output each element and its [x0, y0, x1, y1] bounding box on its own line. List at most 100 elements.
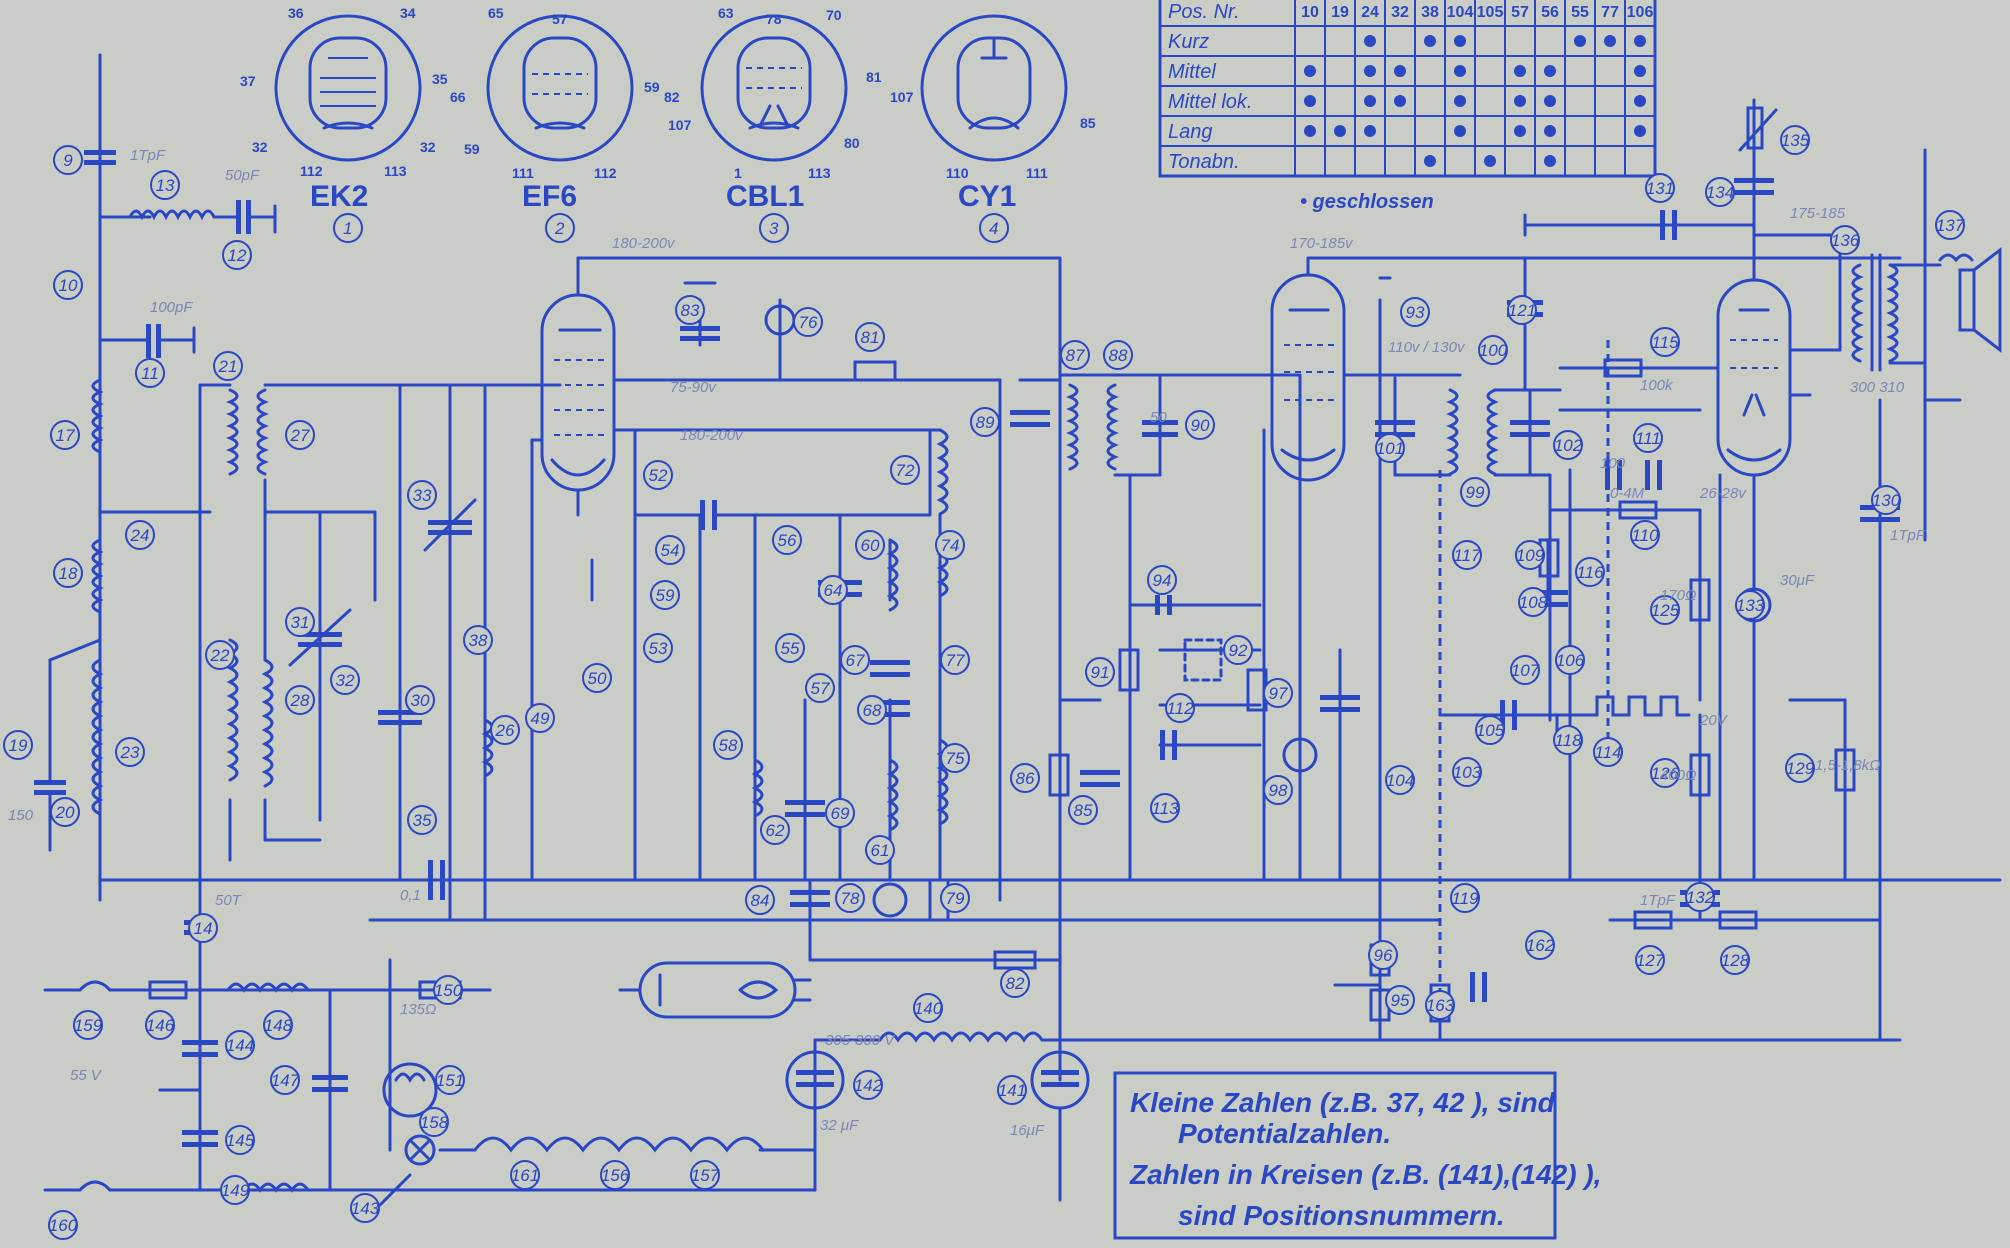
- position-number: 11: [141, 364, 159, 383]
- label-c20: 150: [8, 807, 34, 824]
- position-circle: [53, 558, 83, 588]
- position-circle: [1871, 485, 1901, 515]
- position-circle: [1475, 715, 1505, 745]
- position-number: 50: [588, 669, 607, 688]
- position-number: 97: [1269, 684, 1288, 703]
- position-number: 145: [226, 1131, 255, 1150]
- position-number: 31: [291, 613, 310, 632]
- position-circle: [407, 805, 437, 835]
- position-circle: [350, 1193, 380, 1223]
- label-voltage-cathode: 26-28v: [1699, 485, 1747, 502]
- pin-label: 113: [808, 165, 831, 181]
- position-circle: [643, 460, 673, 490]
- table-dot-closed: [1634, 35, 1646, 47]
- label-r115: 100k: [1640, 377, 1674, 394]
- label-voltage-screen-2: 180-200v: [680, 427, 744, 444]
- tube-socket-cbl1: CBL1 3 63 78 70 82 81 107 80 1 113: [664, 5, 882, 243]
- position-circle: [285, 420, 315, 450]
- table-column-header: 55: [1571, 4, 1589, 21]
- pin-label: 35: [432, 71, 448, 87]
- table-dot-closed: [1634, 65, 1646, 77]
- position-circle: [940, 645, 970, 675]
- position-number: 128: [1721, 951, 1750, 970]
- position-circle: [1223, 635, 1253, 665]
- position-number: 143: [351, 1199, 380, 1218]
- position-circle: [1645, 173, 1675, 203]
- position-number: 98: [1269, 781, 1288, 800]
- pin-label: 1: [734, 165, 742, 181]
- position-circle: [805, 673, 835, 703]
- table-row-label: Mittel: [1168, 61, 1216, 83]
- position-number: 62: [766, 821, 785, 840]
- position-circle: [48, 1210, 78, 1240]
- label-r105: 100: [1600, 455, 1626, 472]
- position-number: 117: [1453, 546, 1481, 565]
- position-number: 95: [1391, 991, 1410, 1010]
- position-number: 85: [1074, 801, 1093, 820]
- position-circle: [1593, 737, 1623, 767]
- pin-label: 107: [668, 117, 692, 133]
- position-number: 134: [1706, 183, 1734, 202]
- table-dot-closed: [1514, 65, 1526, 77]
- position-number: 137: [1936, 216, 1965, 235]
- position-circle: [1085, 657, 1115, 687]
- position-circle: [818, 575, 848, 605]
- position-circle: [1425, 990, 1455, 1020]
- position-circle: [1650, 595, 1680, 625]
- position-number: 61: [871, 841, 890, 860]
- position-circle: [419, 1107, 449, 1137]
- position-circle: [1705, 177, 1735, 207]
- label-antenna-pf: 1TpF: [130, 147, 166, 164]
- position-number: 116: [1576, 563, 1604, 582]
- position-circle: [50, 420, 80, 450]
- table-row-label: Tonabn.: [1168, 151, 1240, 173]
- position-number: 67: [846, 651, 865, 670]
- position-circle: [793, 307, 823, 337]
- position-circle: [1785, 753, 1815, 783]
- position-number: 83: [681, 301, 700, 320]
- position-circle: [115, 737, 145, 767]
- position-circle: [1452, 540, 1482, 570]
- position-circle: [53, 270, 83, 300]
- position-circle: [913, 993, 943, 1023]
- position-number: 55: [781, 639, 800, 658]
- position-circle: [1720, 945, 1750, 975]
- table-column-header: 38: [1421, 4, 1439, 21]
- label-voltage-ef6: 170-185v: [1290, 235, 1354, 252]
- position-circle: [1780, 125, 1810, 155]
- position-number: 112: [1166, 699, 1194, 718]
- position-number: 132: [1686, 888, 1715, 907]
- table-dot-closed: [1454, 35, 1466, 47]
- position-number: 141: [998, 1081, 1026, 1100]
- position-number: 156: [601, 1166, 630, 1185]
- position-number: 99: [1466, 483, 1485, 502]
- position-number: 151: [436, 1071, 464, 1090]
- table-dot-closed: [1424, 35, 1436, 47]
- table-dot-closed: [1544, 125, 1556, 137]
- position-number: 28: [290, 691, 310, 710]
- position-circle: [525, 703, 555, 733]
- table-column-header: 57: [1511, 4, 1529, 21]
- position-circle: [205, 640, 235, 670]
- table-dot-closed: [1424, 155, 1436, 167]
- position-circle: [853, 1070, 883, 1100]
- position-number: 81: [861, 328, 880, 347]
- explanation-note: Kleine Zahlen (z.B. 37, 42 ), sind Poten…: [1113, 1071, 1601, 1240]
- position-circle: [1452, 757, 1482, 787]
- position-circle: [433, 975, 463, 1005]
- position-circle: [1460, 477, 1490, 507]
- note-line-3: Zahlen in Kreisen (z.B. (141),(142) ),: [1129, 1159, 1601, 1190]
- position-circle: [50, 797, 80, 827]
- pin-label: 32: [252, 139, 268, 155]
- position-number: 125: [1651, 601, 1680, 620]
- position-circle: [1450, 883, 1480, 913]
- label-c11-value: 100pF: [150, 299, 193, 316]
- position-circle: [600, 1160, 630, 1190]
- position-number: 147: [271, 1071, 300, 1090]
- position-number: 10: [59, 276, 78, 295]
- position-number: 142: [854, 1076, 883, 1095]
- table-dot-closed: [1454, 125, 1466, 137]
- position-circle: [510, 1160, 540, 1190]
- tube-label-ef6: EF6: [522, 180, 577, 213]
- position-number: 12: [228, 246, 247, 265]
